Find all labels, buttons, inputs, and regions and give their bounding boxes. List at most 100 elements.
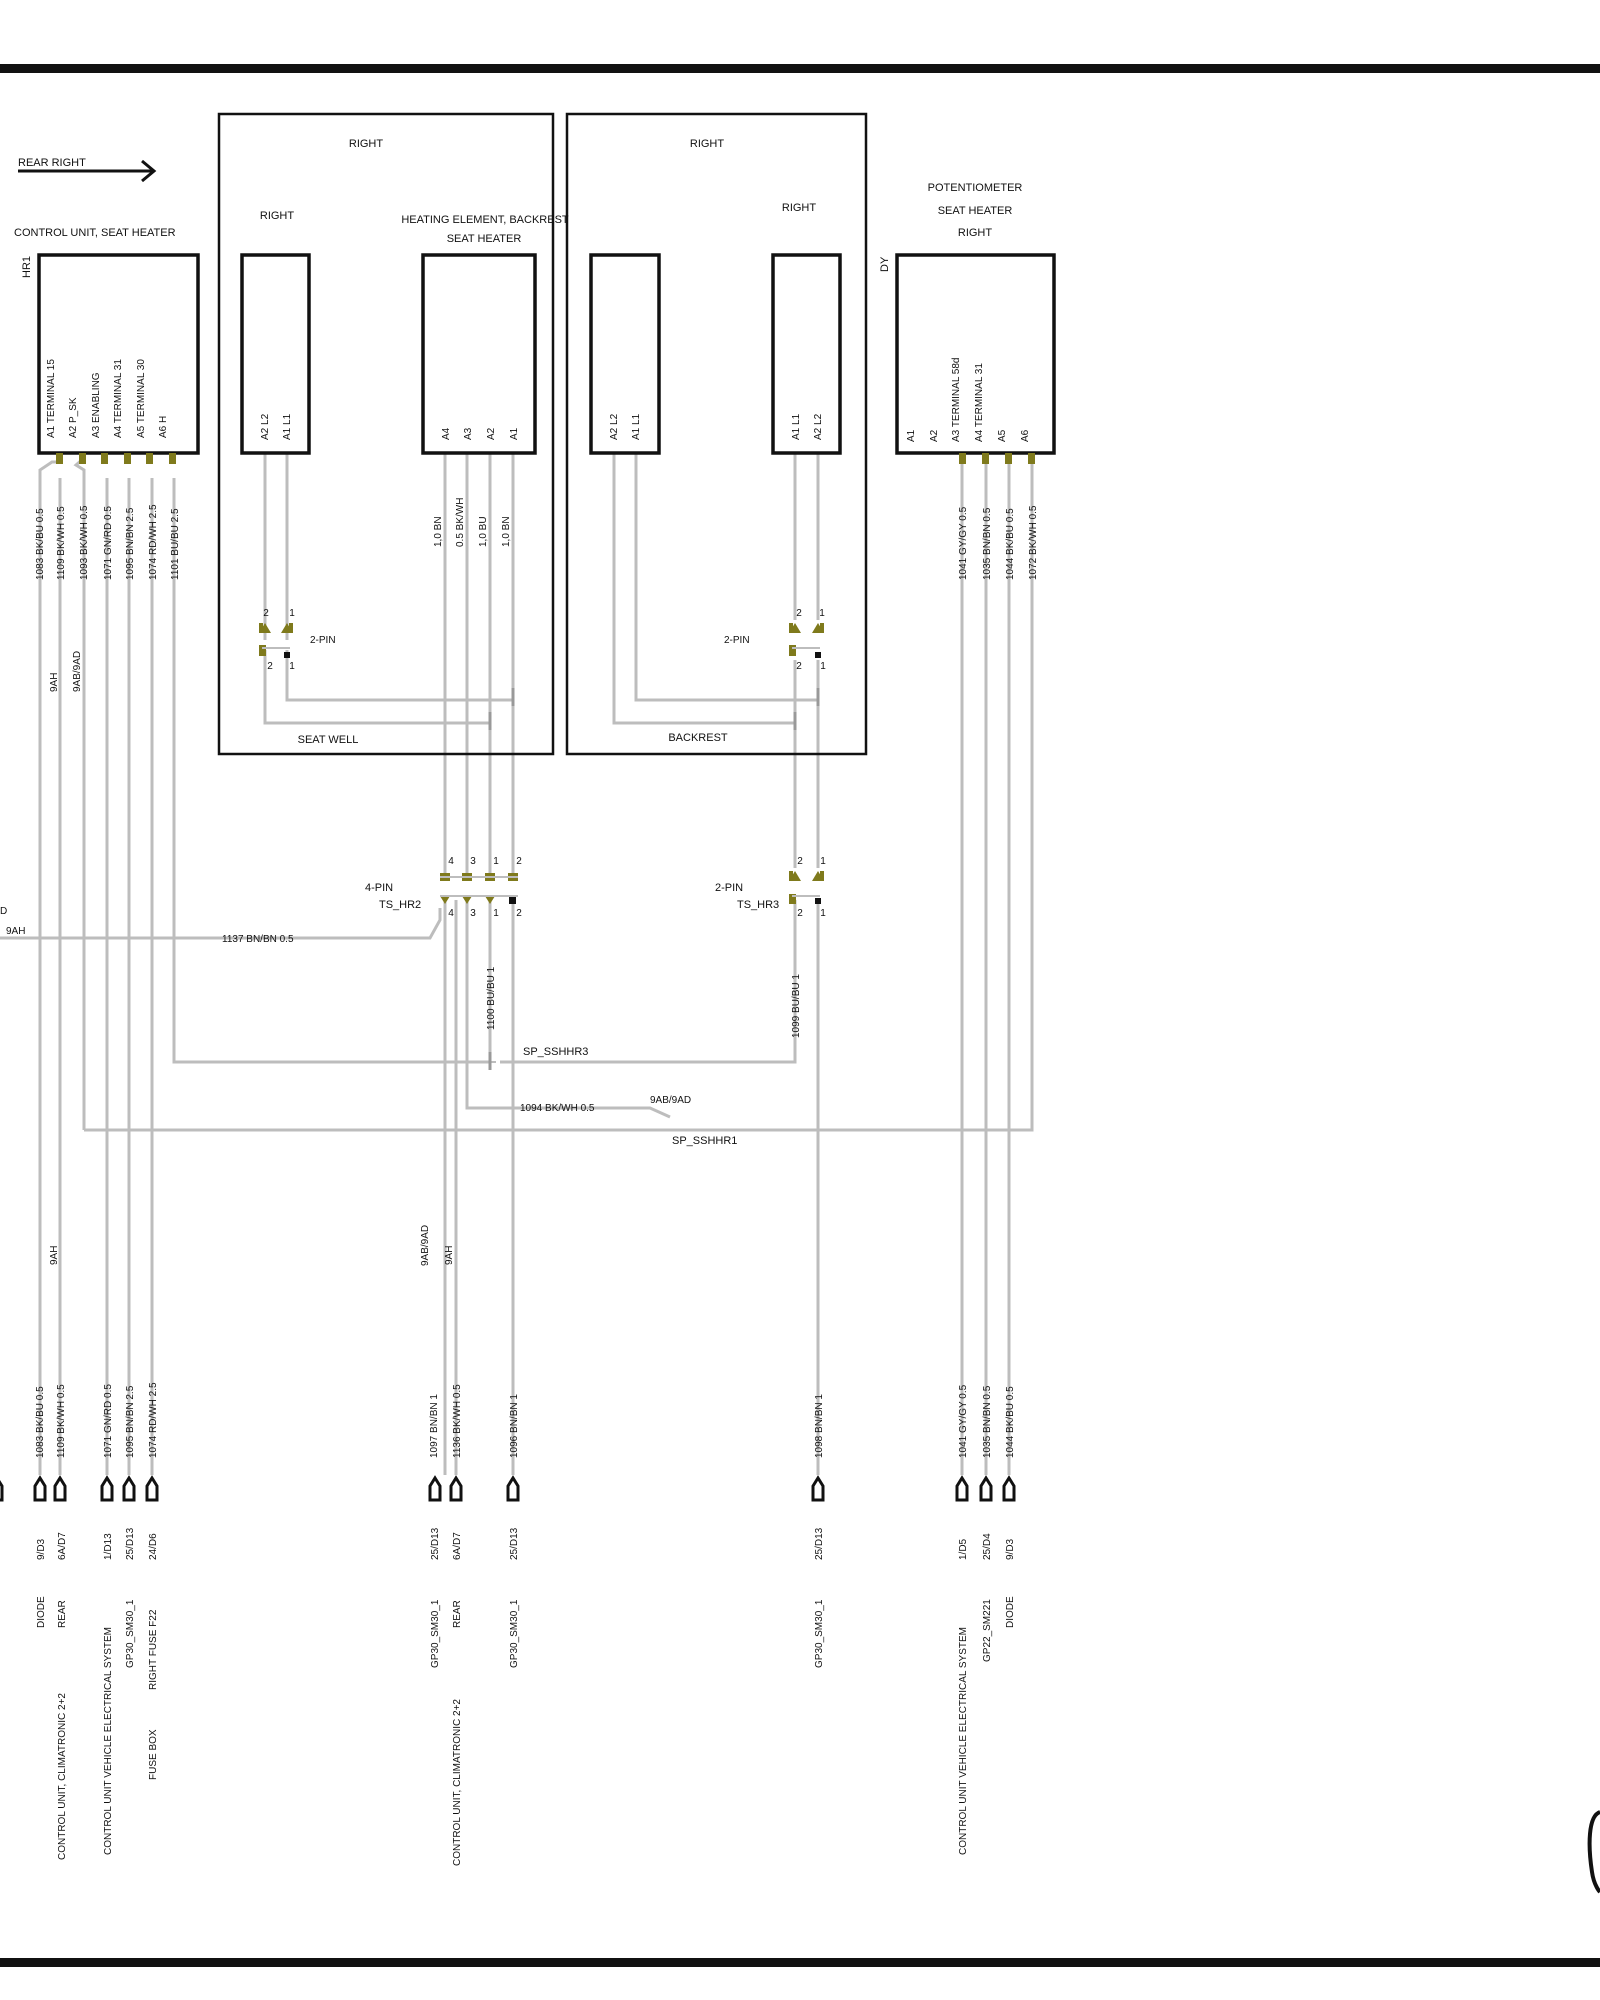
svg-text:1/D5: 1/D5 — [958, 1538, 969, 1560]
partial-symbol-icon — [1587, 1810, 1600, 1894]
svg-text:24/D6: 24/D6 — [148, 1533, 159, 1560]
svg-text:1094 BK/WH 0.5: 1094 BK/WH 0.5 — [520, 1103, 595, 1114]
svg-text:A5 TERMINAL 30: A5 TERMINAL 30 — [136, 359, 147, 438]
svg-text:25/D13: 25/D13 — [430, 1527, 441, 1560]
control-unit-title: CONTROL UNIT, SEAT HEATER — [14, 227, 176, 239]
svg-text:6A/D7: 6A/D7 — [452, 1532, 463, 1560]
svg-text:A2: A2 — [486, 427, 497, 440]
svg-text:A2 P_SK: A2 P_SK — [68, 397, 79, 438]
svg-text:1109 BK/WH 0.5: 1109 BK/WH 0.5 — [56, 1384, 67, 1458]
heating-element-box — [421, 253, 537, 455]
svg-text:DIODE: DIODE — [1005, 1596, 1016, 1628]
svg-text:1,0 BN: 1,0 BN — [501, 516, 512, 547]
svg-text:1041 GY/GY 0.5: 1041 GY/GY 0.5 — [958, 1384, 969, 1458]
backrest-label: BACKREST — [668, 732, 728, 744]
svg-text:4: 4 — [448, 908, 454, 919]
ts-hr2-connector: 4 3 1 2 4 3 1 2 4-PIN TS_HR2 — [365, 856, 522, 919]
svg-text:9AB/9AD: 9AB/9AD — [72, 651, 83, 692]
seat-well-2pin-connector: 2 1 2-PIN 2 1 — [259, 608, 336, 672]
svg-text:A4 TERMINAL 31: A4 TERMINAL 31 — [974, 363, 985, 442]
backrest-group-title: RIGHT — [690, 138, 725, 150]
svg-text:1044 BK/BU 0.5: 1044 BK/BU 0.5 — [1005, 1386, 1016, 1458]
svg-text:25/D13: 25/D13 — [509, 1527, 520, 1560]
svg-text:A1 L1: A1 L1 — [282, 413, 293, 440]
control-unit-pins: A1 TERMINAL 15 A2 P_SK A3 ENABLING A4 TE… — [46, 359, 176, 464]
svg-text:A1 L1: A1 L1 — [791, 413, 802, 440]
svg-text:1: 1 — [493, 908, 499, 919]
svg-text:SP_SSHHR3: SP_SSHHR3 — [523, 1046, 588, 1058]
svg-text:A2 L2: A2 L2 — [813, 413, 824, 440]
svg-text:1099 BU/BU 1: 1099 BU/BU 1 — [791, 974, 802, 1038]
svg-text:A2 L2: A2 L2 — [260, 413, 271, 440]
svg-text:4-PIN: 4-PIN — [365, 882, 393, 894]
svg-text:9AB/9AD: 9AB/9AD — [650, 1095, 691, 1106]
terminal-icons — [0, 1475, 1016, 1502]
svg-text:D: D — [0, 906, 7, 917]
seat-well-label: SEAT WELL — [298, 734, 359, 746]
svg-text:A1 L1: A1 L1 — [631, 413, 642, 440]
svg-text:1: 1 — [819, 608, 825, 619]
svg-text:1083 BK/BU 0.5: 1083 BK/BU 0.5 — [35, 508, 46, 580]
backrest-group-frame — [565, 112, 868, 756]
svg-text:CONTROL UNIT VEHICLE ELECTRIC: CONTROL UNIT VEHICLE ELECTRICAL SYSTEM — [103, 1627, 114, 1855]
svg-text:9AH: 9AH — [6, 926, 25, 937]
svg-text:GP30_SM30_1: GP30_SM30_1 — [509, 1599, 520, 1668]
svg-text:9/D3: 9/D3 — [1005, 1538, 1016, 1560]
svg-text:1101 BU/BU 2.5: 1101 BU/BU 2.5 — [170, 508, 181, 580]
svg-text:CONTROL UNIT, CLIMATRONIC 2+2: CONTROL UNIT, CLIMATRONIC 2+2 — [57, 1693, 68, 1860]
backrest-2pin-connector: 2 1 2-PIN 2 1 — [724, 608, 826, 672]
destination-names: CONTROL UNIT, CLIMATRONIC 2+2 DIODE REAR… — [36, 1596, 1016, 1866]
svg-text:1098 BN/BN 1: 1098 BN/BN 1 — [814, 1394, 825, 1458]
svg-text:RIGHT FUSE F22: RIGHT FUSE F22 — [148, 1609, 159, 1690]
svg-text:2: 2 — [796, 608, 802, 619]
potentiometer-title: POTENTIOMETER — [928, 182, 1023, 194]
svg-text:1093 BK/WH 0.5: 1093 BK/WH 0.5 — [79, 505, 90, 580]
svg-text:A3: A3 — [463, 427, 474, 440]
svg-text:GP30_SM30_1: GP30_SM30_1 — [814, 1599, 825, 1668]
svg-text:2: 2 — [796, 661, 802, 672]
svg-text:25/D4: 25/D4 — [982, 1533, 993, 1560]
svg-text:DIODE: DIODE — [36, 1596, 47, 1628]
svg-text:GP22_SM221: GP22_SM221 — [982, 1599, 993, 1662]
svg-text:1071 GN/RD 0.5: 1071 GN/RD 0.5 — [103, 1384, 114, 1458]
svg-text:1: 1 — [289, 608, 295, 619]
wire-labels-bottom: 1083 BK/BU 0.5 1109 BK/WH 0.5 1071 GN/RD… — [35, 1382, 1016, 1458]
svg-text:1044 BK/BU 0.5: 1044 BK/BU 0.5 — [1005, 508, 1016, 580]
svg-text:GP30_SM30_1: GP30_SM30_1 — [125, 1599, 136, 1668]
svg-text:1: 1 — [820, 908, 826, 919]
potentiometer-code: DY — [879, 256, 891, 272]
svg-text:1,0 BU: 1,0 BU — [478, 516, 489, 547]
svg-text:2: 2 — [267, 661, 273, 672]
svg-text:1071 GN/RD 0.5: 1071 GN/RD 0.5 — [103, 506, 114, 580]
svg-text:FUSE BOX: FUSE BOX — [148, 1729, 159, 1780]
svg-text:A6 H: A6 H — [158, 416, 169, 438]
heating-element-title: HEATING ELEMENT, BACKREST — [401, 214, 569, 226]
wire-layer — [0, 453, 1034, 1475]
svg-text:1136 BK/WH 0.5: 1136 BK/WH 0.5 — [452, 1384, 463, 1458]
backrest-left-box — [589, 253, 661, 455]
svg-text:3: 3 — [470, 908, 476, 919]
svg-text:1: 1 — [820, 856, 826, 867]
control-unit-box — [37, 253, 200, 455]
svg-text:A2 L2: A2 L2 — [609, 413, 620, 440]
svg-text:REAR: REAR — [57, 1600, 68, 1628]
wire-labels-mid: 9AH 9AB/9AD D 9AH 1137 BN/BN 0.5 1100 BU… — [0, 651, 802, 1266]
svg-text:CONTROL UNIT VEHICLE ELECTRIC: CONTROL UNIT VEHICLE ELECTRICAL SYSTEM — [958, 1627, 969, 1855]
svg-text:A6: A6 — [1020, 429, 1031, 442]
svg-text:9/D3: 9/D3 — [36, 1538, 47, 1560]
svg-text:A4: A4 — [441, 427, 452, 440]
svg-text:CONTROL UNIT, CLIMATRONIC 2+2: CONTROL UNIT, CLIMATRONIC 2+2 — [452, 1699, 463, 1866]
backrest-right-box — [771, 253, 842, 455]
svg-text:9AH: 9AH — [49, 1246, 60, 1265]
svg-text:2: 2 — [516, 908, 522, 919]
destination-codes: 9/D3 6A/D7 1/D13 25/D13 24/D6 25/D13 6A/… — [36, 1527, 1016, 1560]
svg-text:TS_HR2: TS_HR2 — [379, 899, 421, 911]
svg-text:2: 2 — [263, 608, 269, 619]
svg-text:1083 BK/BU 0.5: 1083 BK/BU 0.5 — [35, 1386, 46, 1458]
svg-text:1096 BN/BN 1: 1096 BN/BN 1 — [509, 1394, 520, 1458]
svg-text:A1: A1 — [906, 429, 917, 442]
svg-text:1095 BN/BN 2.5: 1095 BN/BN 2.5 — [125, 507, 136, 580]
svg-text:9AH: 9AH — [49, 673, 60, 692]
svg-text:1: 1 — [289, 661, 295, 672]
